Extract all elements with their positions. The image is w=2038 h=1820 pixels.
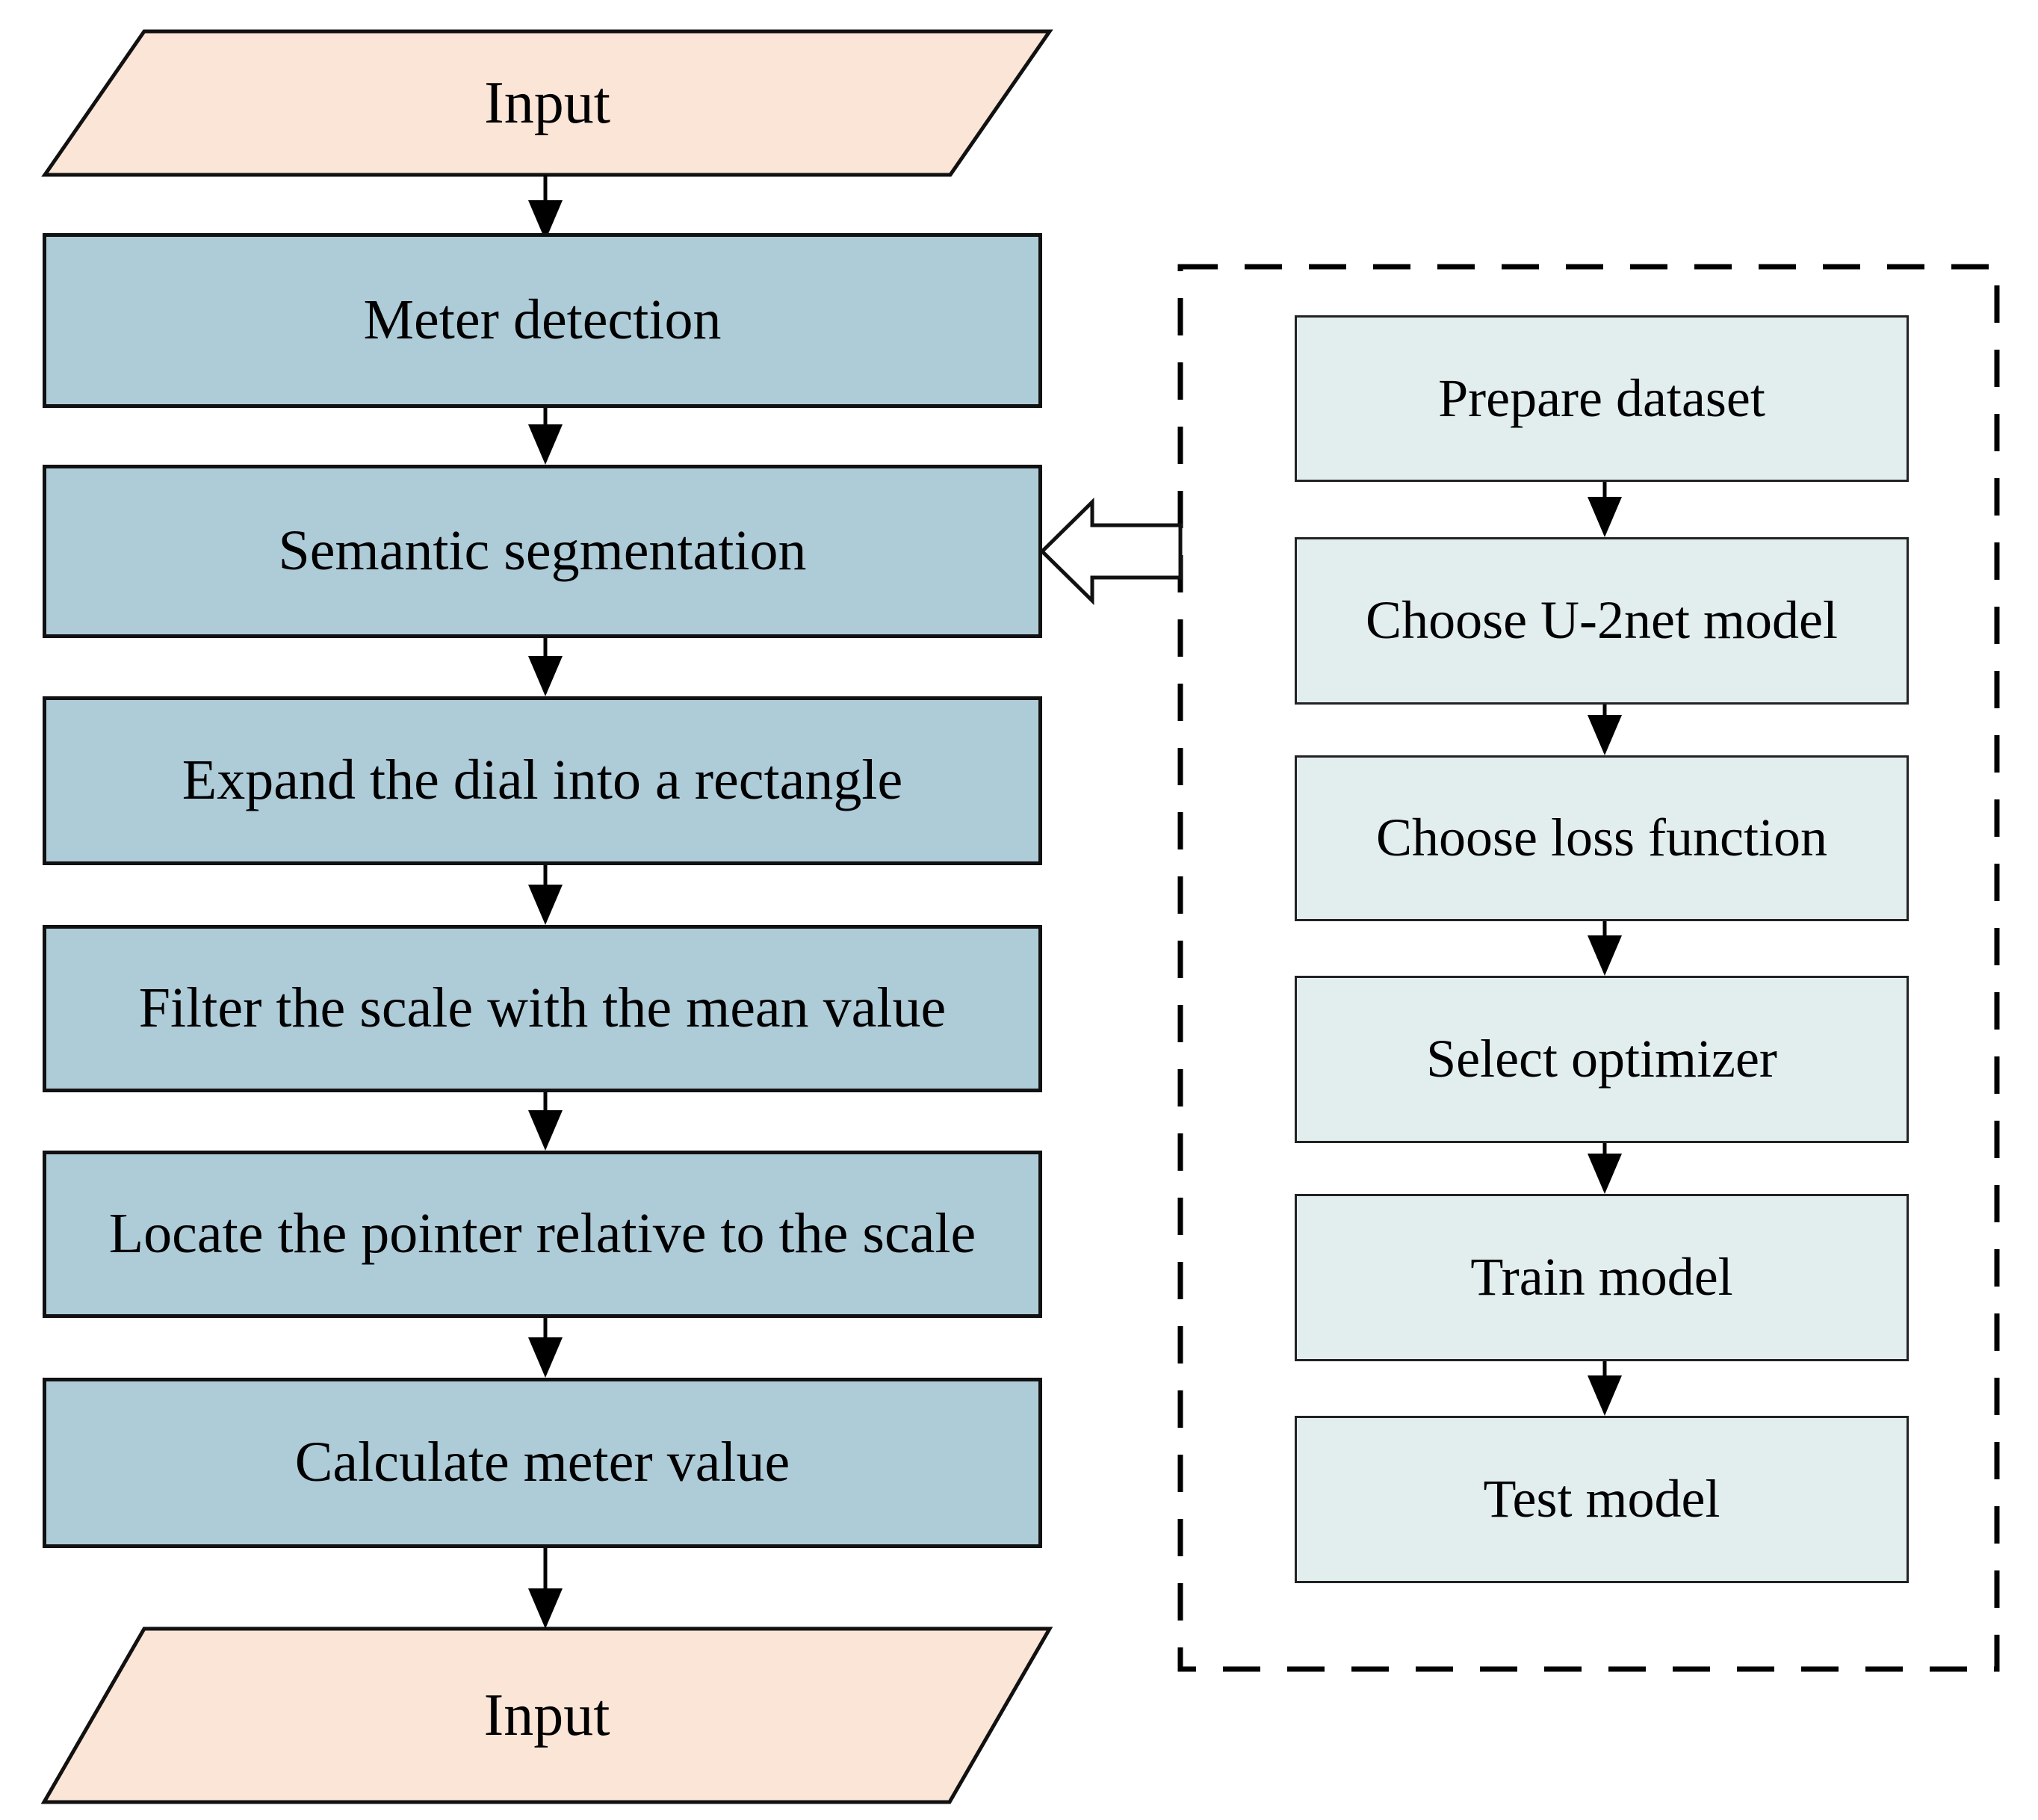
node-test-model: Test model (1295, 1416, 1909, 1583)
node-semantic-segmentation: Semantic segmentation (43, 465, 1042, 638)
node-train-model: Train model (1295, 1194, 1909, 1361)
node-label: Input (484, 70, 610, 136)
hollow-arrow-left-icon (1039, 498, 1183, 605)
node-label: Locate the pointer relative to the scale (108, 1202, 976, 1266)
node-filter-scale: Filter the scale with the mean value (43, 925, 1042, 1092)
node-label: Input (483, 1683, 610, 1748)
arrow-down-icon (528, 865, 563, 925)
node-label: Meter detection (363, 288, 722, 352)
node-input-top: Input (45, 31, 1050, 175)
node-label: Semantic segmentation (278, 519, 807, 583)
node-label: Calculate meter value (294, 1431, 790, 1494)
arrow-down-icon (528, 1548, 563, 1629)
node-label: Choose loss function (1376, 808, 1827, 868)
node-prepare-dataset: Prepare dataset (1295, 315, 1909, 482)
arrow-down-icon (528, 175, 563, 241)
node-calculate-value: Calculate meter value (43, 1378, 1042, 1548)
arrow-down-icon (1588, 921, 1622, 976)
node-label: Filter the scale with the mean value (138, 976, 947, 1040)
arrow-down-icon (528, 638, 563, 696)
arrow-down-icon (528, 1092, 563, 1151)
training-panel-dashed-border (1177, 264, 2000, 1672)
node-label: Select optimizer (1426, 1029, 1777, 1089)
node-choose-u2net-model: Choose U-2net model (1295, 537, 1909, 705)
arrow-down-icon (528, 408, 563, 465)
node-label: Train model (1470, 1247, 1733, 1307)
node-select-optimizer: Select optimizer (1295, 976, 1909, 1143)
node-choose-loss-function: Choose loss function (1295, 755, 1909, 921)
arrow-down-icon (528, 1318, 563, 1378)
node-expand-dial: Expand the dial into a rectangle (43, 696, 1042, 865)
node-label: Test model (1483, 1469, 1720, 1529)
terminal-input-bottom-shape (40, 1626, 1053, 1804)
node-meter-detection: Meter detection (43, 233, 1042, 408)
node-input-bottom: Input (44, 1629, 1050, 1802)
node-label: Expand the dial into a rectangle (182, 749, 903, 812)
arrow-down-icon (1588, 1143, 1622, 1194)
node-locate-pointer: Locate the pointer relative to the scale (43, 1151, 1042, 1318)
arrow-down-icon (1588, 1361, 1622, 1416)
node-label: Prepare dataset (1438, 368, 1765, 428)
terminal-input-top-shape (41, 29, 1053, 177)
node-label: Choose U-2net model (1366, 590, 1838, 651)
arrow-down-icon (1588, 705, 1622, 755)
arrow-down-icon (1588, 482, 1622, 537)
